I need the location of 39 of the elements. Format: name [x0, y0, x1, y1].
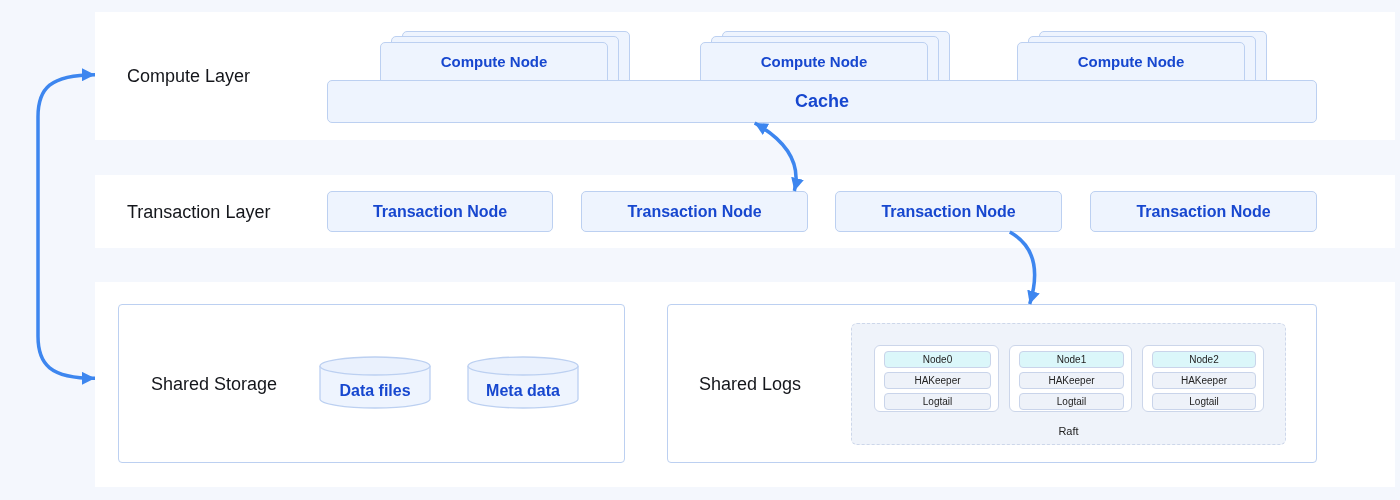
database-cylinder: Data files [319, 356, 431, 409]
node-header-box: Node2 [1152, 351, 1256, 368]
component-box: Logtail [1019, 393, 1124, 410]
double-headed-arrow [36, 68, 96, 385]
layer-title: Transaction Layer [127, 201, 271, 222]
double-headed-arrow [753, 121, 804, 192]
server-card [1009, 345, 1132, 412]
dashed-group-panel [851, 323, 1286, 445]
node-header-box: Node1 [1019, 351, 1124, 368]
node-label: Compute Node [440, 53, 548, 70]
component-box: Logtail [884, 393, 991, 410]
transaction-node-box: Transaction Node [1090, 191, 1317, 232]
layer-title: Compute Layer [127, 65, 251, 87]
component-box: HAKeeper [1019, 372, 1124, 389]
database-cylinder: Meta data [467, 356, 579, 409]
cache-bar: Cache [327, 80, 1317, 123]
transaction-node-box: Transaction Node [327, 191, 553, 232]
stacked-cards [700, 31, 950, 81]
layer-band [95, 12, 1395, 140]
stacked-cards [380, 31, 630, 81]
stacked-cards [1017, 31, 1267, 81]
group-title: Shared Logs [699, 373, 802, 394]
layer-band [95, 282, 1395, 487]
server-card [874, 345, 999, 412]
transaction-node-box: Transaction Node [581, 191, 808, 232]
group-panel [118, 304, 625, 463]
component-box: Logtail [1152, 393, 1256, 410]
group-panel [667, 304, 1317, 463]
node-header-box: Node0 [884, 351, 991, 368]
curved-arrow [1008, 230, 1040, 305]
panel-caption: Raft [1058, 425, 1079, 437]
component-box: HAKeeper [1152, 372, 1256, 389]
transaction-node-box: Transaction Node [835, 191, 1062, 232]
server-card [1142, 345, 1264, 412]
component-box: HAKeeper [884, 372, 991, 389]
group-title: Shared Storage [151, 373, 278, 394]
node-label: Compute Node [1077, 53, 1185, 70]
layer-band [95, 175, 1395, 248]
node-label: Compute Node [760, 53, 868, 70]
